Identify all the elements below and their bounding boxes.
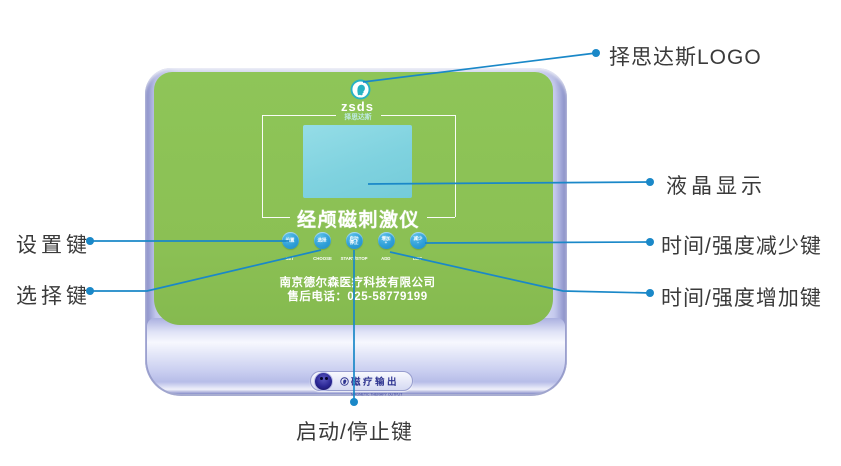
callout-dot-lcd bbox=[646, 178, 654, 186]
start-stop-button-label: 启动 bbox=[349, 236, 359, 241]
screen-frame-line bbox=[381, 115, 455, 116]
increase-button-en-label: ADD bbox=[381, 256, 391, 261]
increase-button-circle[interactable]: 增加+ bbox=[377, 232, 395, 249]
decrease-button-en-label: DEC bbox=[413, 256, 423, 261]
choose-button-label: 选择 bbox=[317, 238, 327, 243]
brand-name-latin: zsds bbox=[341, 99, 374, 114]
decrease-button-circle[interactable]: 减少- bbox=[409, 232, 427, 249]
callout-dot-decrease bbox=[646, 238, 654, 246]
service-phone: 售后电话：025-58779199 bbox=[287, 291, 428, 303]
callout-dot-logo bbox=[592, 49, 600, 57]
screen-frame-line bbox=[262, 115, 263, 217]
increase-button-label2: + bbox=[384, 240, 388, 245]
choose-button[interactable]: 选择 CHOOSE bbox=[305, 232, 339, 269]
connector-socket[interactable] bbox=[314, 372, 333, 391]
screen-frame-line bbox=[455, 115, 456, 217]
choose-button-en-label: CHOOSE bbox=[312, 256, 332, 261]
set-button-en-label: SET bbox=[285, 256, 295, 261]
front-panel: zsds 择思达斯 经颅磁刺激仪 设置 SET 选择 CHOOSE bbox=[154, 72, 553, 325]
brand-name-chinese: 择思达斯 bbox=[162, 110, 553, 128]
magnetic-output-port[interactable]: 磁疗输出 MAGNETIC THERAPY OUTPUT bbox=[310, 371, 413, 397]
screen-frame-line bbox=[427, 217, 455, 218]
callout-label-lcd-display: 液晶显示 bbox=[666, 175, 766, 198]
port-sublabel: MAGNETIC THERAPY OUTPUT bbox=[351, 393, 403, 397]
callout-label-increase-key: 时间/强度增加键 bbox=[661, 287, 822, 310]
device-body: zsds 择思达斯 经颅磁刺激仪 设置 SET 选择 CHOOSE bbox=[145, 68, 567, 397]
device-title: 经颅磁刺激仪 bbox=[296, 210, 420, 231]
callout-dot-increase bbox=[646, 289, 654, 297]
set-button-circle[interactable]: 设置 bbox=[281, 232, 299, 249]
brand-name-chinese-text: 择思达斯 bbox=[343, 113, 372, 122]
decrease-button-label: 减少 bbox=[413, 236, 423, 241]
screen-frame-line bbox=[262, 115, 336, 116]
lcd-screen bbox=[303, 125, 412, 198]
start-stop-button-label2: 停止 bbox=[349, 240, 359, 245]
callout-label-set-key: 设置键 bbox=[16, 234, 91, 257]
decrease-button[interactable]: 减少- DEC bbox=[401, 232, 435, 269]
callout-label-choose-key: 选择键 bbox=[16, 285, 91, 308]
callout-label-decrease-key: 时间/强度减少键 bbox=[661, 235, 822, 258]
socket-pin bbox=[325, 377, 328, 380]
port-head-icon bbox=[340, 376, 349, 386]
start-stop-button-circle[interactable]: 启动停止 bbox=[345, 232, 363, 249]
screen-frame-line bbox=[262, 217, 290, 218]
start-stop-button[interactable]: 启动停止 START/STOP bbox=[337, 232, 371, 269]
choose-button-circle[interactable]: 选择 bbox=[313, 232, 331, 249]
increase-button[interactable]: 增加+ ADD bbox=[369, 232, 403, 269]
brand-head-icon bbox=[350, 79, 371, 100]
callout-label-start-stop-key: 启动/停止键 bbox=[296, 421, 413, 444]
socket-pin bbox=[320, 377, 323, 380]
set-button-label: 设置 bbox=[285, 238, 295, 243]
callout-label-logo: 择思达斯LOGO bbox=[609, 46, 762, 69]
decrease-button-label2: - bbox=[417, 240, 419, 245]
port-label-row: 磁疗输出 bbox=[340, 374, 399, 388]
port-label: 磁疗输出 bbox=[351, 377, 400, 388]
increase-button-label: 增加 bbox=[381, 236, 391, 241]
